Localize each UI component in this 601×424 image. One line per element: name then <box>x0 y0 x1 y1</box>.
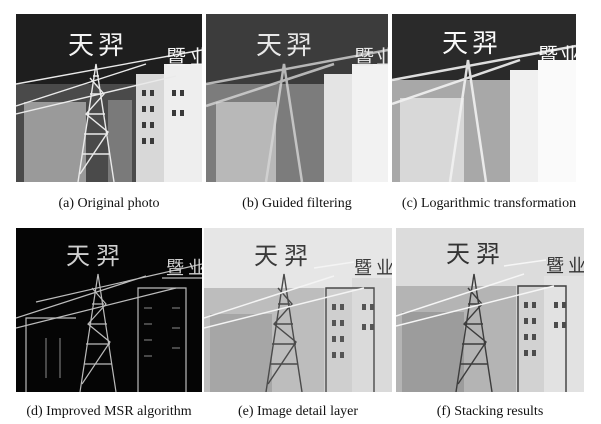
sign-glyph: 羿 <box>96 242 120 270</box>
sign-glyph: 天 <box>256 31 282 61</box>
photo-guided-filtering: 天 羿 暨 业 <box>206 14 388 182</box>
sign-glyph: 业 <box>376 258 392 279</box>
caption-d: (d) Improved MSR algorithm <box>26 404 192 419</box>
sign-glyph: 业 <box>376 45 388 69</box>
sign-glyph: 暨 <box>354 258 372 279</box>
sign-glyph: 羿 <box>284 242 308 270</box>
sign-glyph: 业 <box>560 43 576 67</box>
sign-glyph: 天 <box>66 242 90 270</box>
sign-glyph: 羿 <box>98 31 124 61</box>
sign-glyph: 暨 <box>166 258 184 279</box>
sign-glyph: 业 <box>188 258 202 279</box>
sign-glyph: 天 <box>446 240 470 268</box>
sign-glyph: 羿 <box>286 31 312 61</box>
sign-glyph: 暨 <box>538 43 558 67</box>
caption-f: (f) Stacking results <box>436 404 544 419</box>
sign-glyph: 暨 <box>354 45 374 69</box>
photo-original: 天 羿 暨 业 <box>16 14 202 182</box>
sign-glyph: 天 <box>68 31 94 61</box>
caption-c: (c) Logarithmic transformation <box>401 196 577 211</box>
image-panel-b: 天 羿 暨 业 <box>206 14 388 182</box>
photo-logarithmic: 天 羿 暨 业 <box>392 14 576 182</box>
sign-glyph: 业 <box>190 45 202 69</box>
image-panel-d: 天 羿 暨 业 <box>16 228 202 392</box>
sign-glyph: 暨 <box>166 45 186 69</box>
sign-glyph: 天 <box>254 242 278 270</box>
image-panel-f: 天 羿 暨 业 <box>396 228 584 392</box>
photo-detail-layer: 天 羿 暨 业 <box>204 228 392 392</box>
image-panel-a: 天 羿 暨 业 <box>16 14 202 182</box>
caption-e: (e) Image detail layer <box>237 404 359 419</box>
image-panel-c: 天 羿 暨 业 <box>392 14 576 182</box>
photo-improved-msr: 天 羿 暨 业 <box>16 228 202 392</box>
caption-b: (b) Guided filtering <box>242 196 352 211</box>
image-panel-e: 天 羿 暨 业 <box>204 228 392 392</box>
photo-stacking-result: 天 羿 暨 业 <box>396 228 584 392</box>
caption-a: (a) Original photo <box>58 196 160 211</box>
sign-glyph: 羿 <box>476 240 500 268</box>
sign-glyph: 羿 <box>472 29 498 59</box>
sign-glyph: 业 <box>568 256 584 277</box>
sign-glyph: 天 <box>442 29 468 59</box>
sign-glyph: 暨 <box>546 256 564 277</box>
